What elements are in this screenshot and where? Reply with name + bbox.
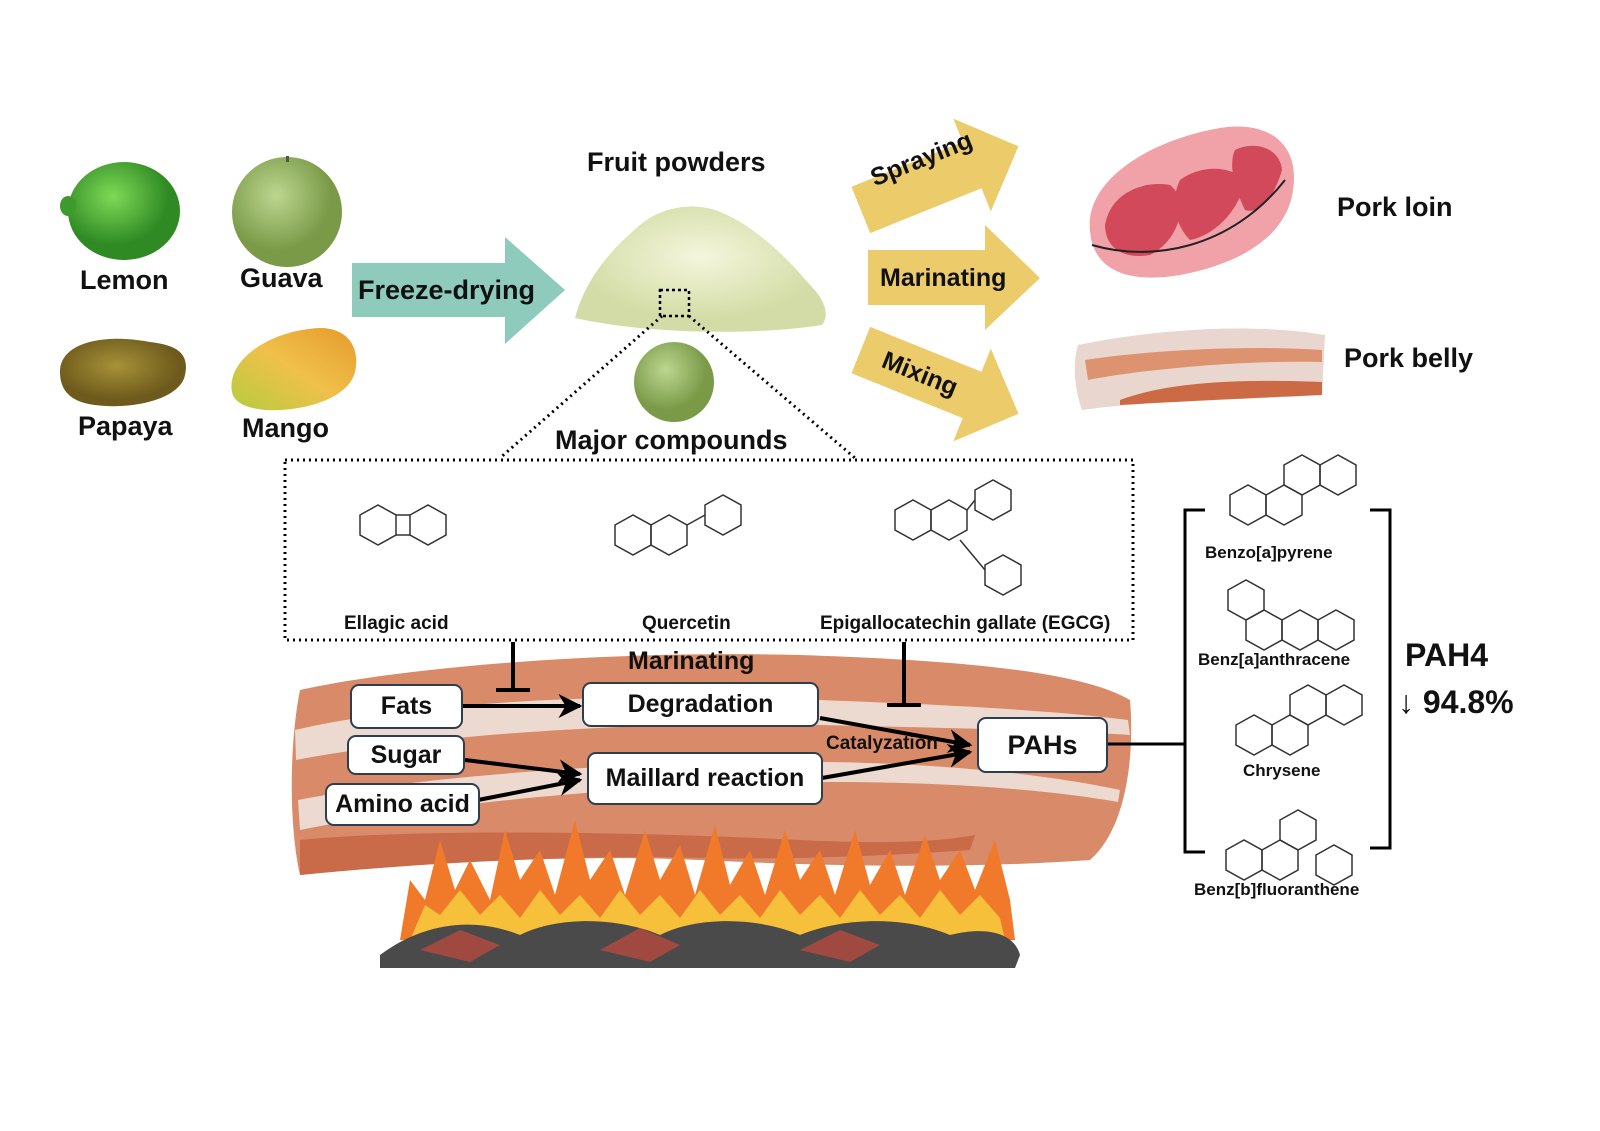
mango-image xyxy=(231,328,357,411)
meat-label-pork-belly: Pork belly xyxy=(1344,343,1474,373)
method-label-marinating: Marinating xyxy=(880,264,1007,292)
pah-label-chrysene: Chrysene xyxy=(1243,761,1321,780)
fruit-powders-label: Fruit powders xyxy=(587,147,766,177)
quercetin-structure xyxy=(614,494,742,556)
fruit-label-guava: Guava xyxy=(240,263,323,293)
freeze-drying-label: Freeze-drying xyxy=(358,275,536,305)
catalyzation-label: Catalyzation xyxy=(826,733,938,754)
pah4-title: PAH4 xyxy=(1405,637,1488,673)
lemon-image xyxy=(60,162,180,260)
pah-label-benzo-a-pyrene: Benzo[a]pyrene xyxy=(1205,543,1333,562)
amino-acid-box: Amino acid xyxy=(325,783,480,826)
egcg-structure xyxy=(894,479,1022,596)
compound-label-ellagic-acid: Ellagic acid xyxy=(344,613,449,634)
guava-small-image xyxy=(634,342,714,422)
fruit-label-mango: Mango xyxy=(242,413,329,443)
pah-label-benz-b-fluoranthene: Benz[b]fluoranthene xyxy=(1194,880,1360,899)
fruit-label-papaya: Papaya xyxy=(78,411,173,441)
mixing-arrow xyxy=(851,326,1019,442)
compounds-box xyxy=(283,458,1135,642)
pahs-box: PAHs xyxy=(977,717,1108,773)
fats-box: Fats xyxy=(350,684,463,729)
fruit-powder-image xyxy=(575,206,826,332)
major-compounds-label: Major compounds xyxy=(555,425,788,455)
compound-label-egcg: Epigallocatechin gallate (EGCG) xyxy=(820,613,1111,634)
pork-belly-image xyxy=(1074,328,1325,410)
guava-image xyxy=(232,156,342,267)
meat-label-pork-loin: Pork loin xyxy=(1337,192,1453,222)
pah4-reduction-value: 94.8% xyxy=(1422,684,1514,720)
sugar-box: Sugar xyxy=(347,735,465,775)
benzo-a-pyrene-structure xyxy=(1229,454,1357,526)
pah4-bracket-left xyxy=(1183,508,1205,854)
marinating-reaction-label: Marinating xyxy=(628,647,755,675)
ellagic-acid-structure xyxy=(359,504,447,546)
spraying-arrow xyxy=(851,118,1019,234)
fruit-label-lemon: Lemon xyxy=(80,265,169,295)
papaya-image xyxy=(60,338,186,407)
fire-image xyxy=(380,820,1020,968)
pah4-reduction: ↓ 94.8% xyxy=(1398,684,1514,721)
chrysene-structure xyxy=(1235,684,1363,756)
pah4-bracket-right xyxy=(1370,508,1392,850)
maillard-reaction-box: Maillard reaction xyxy=(587,752,823,805)
benz-b-fluoranthene-structure xyxy=(1225,809,1353,886)
freeze-drying-arrow xyxy=(352,237,565,344)
compound-label-quercetin: Quercetin xyxy=(642,613,731,634)
pah-label-benz-a-anthracene: Benz[a]anthracene xyxy=(1198,650,1351,669)
benz-a-anthracene-structure xyxy=(1227,579,1355,651)
marinating-arrow xyxy=(868,225,1040,330)
pork-loin-image xyxy=(1089,126,1295,278)
degradation-box: Degradation xyxy=(582,682,819,727)
down-arrow-icon: ↓ xyxy=(1398,684,1414,720)
